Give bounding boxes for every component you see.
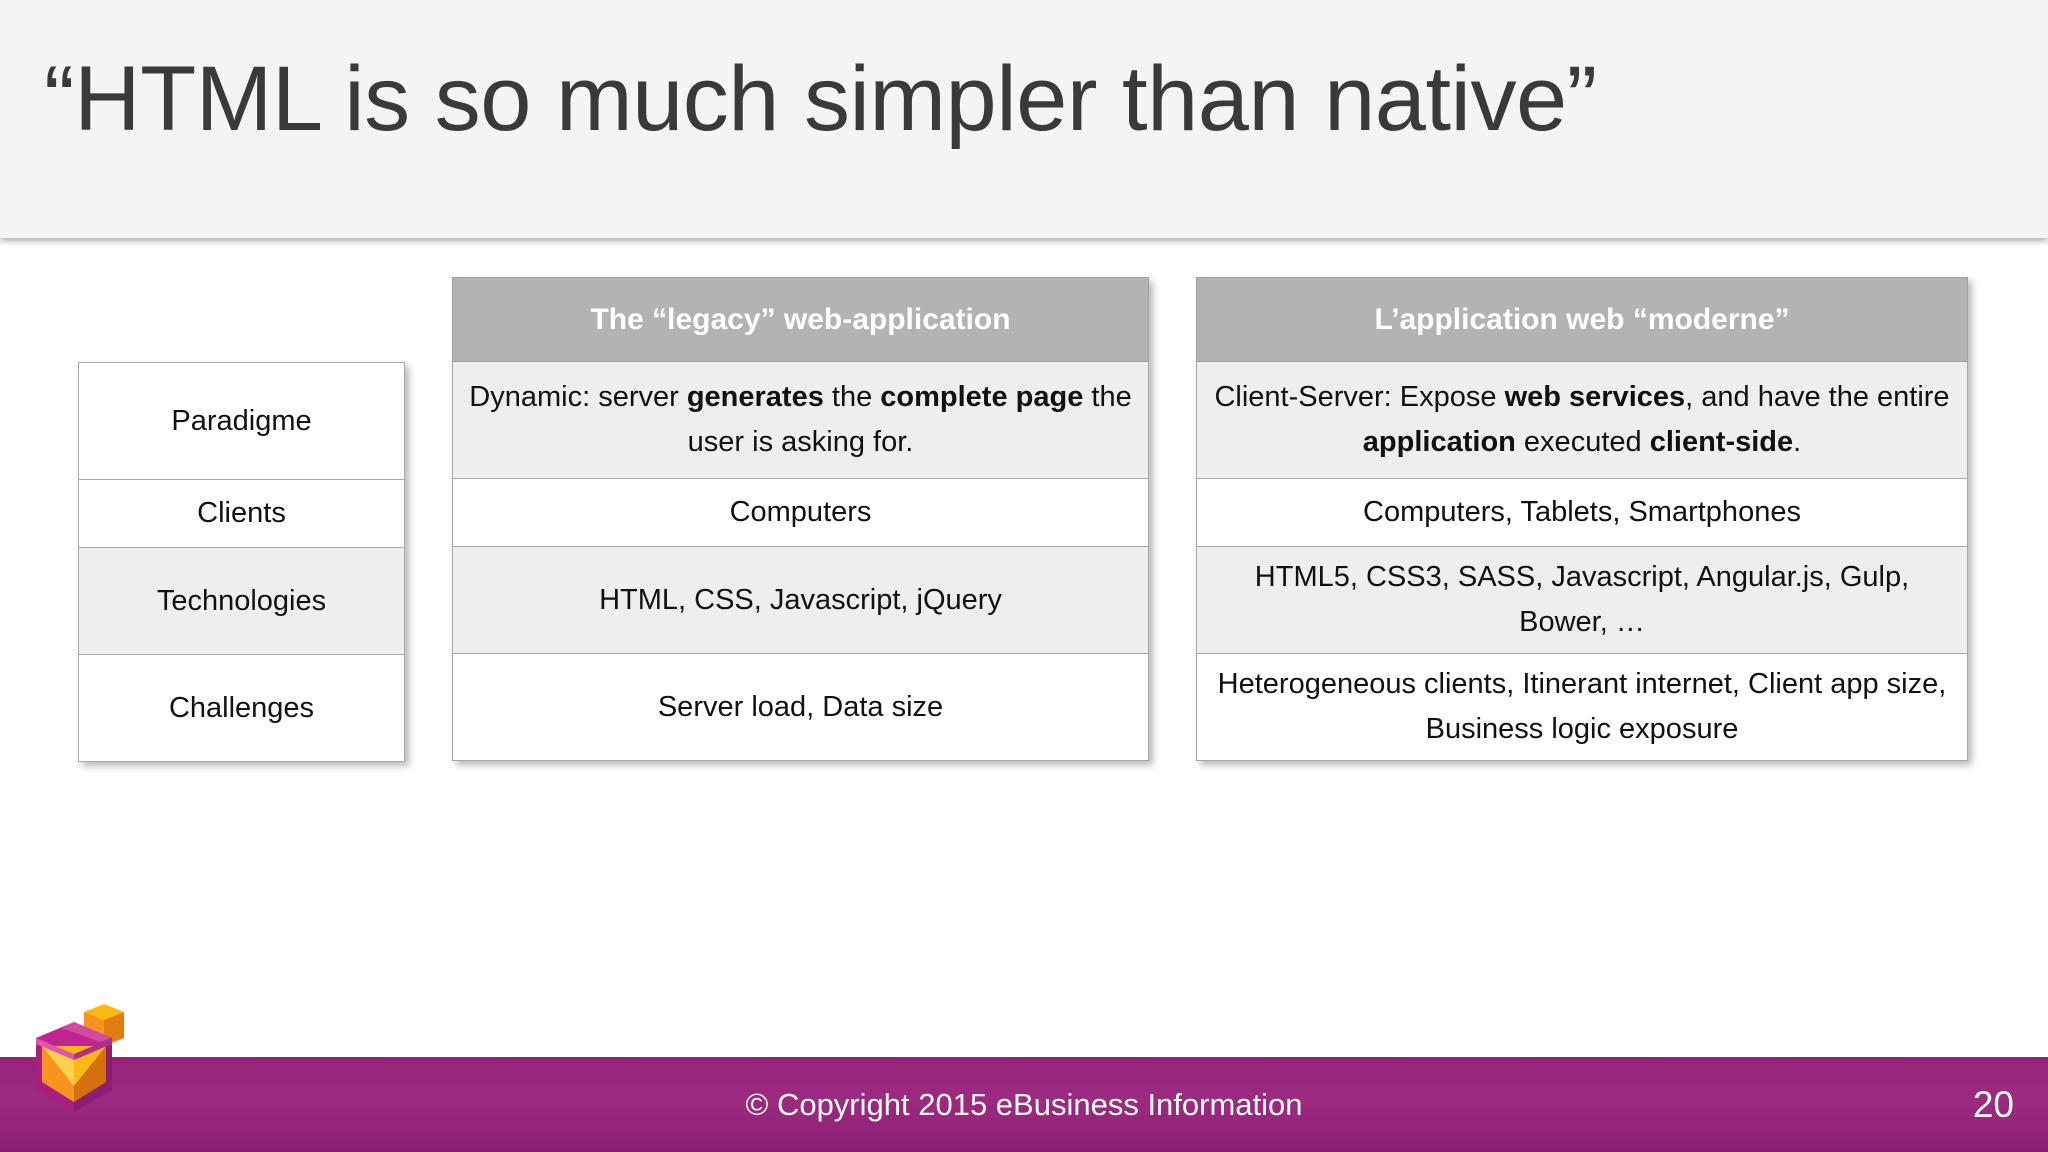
legacy-cell-paradigme: Dynamic: server generates the complete p… bbox=[469, 381, 1132, 458]
table-row: Technologies bbox=[78, 548, 405, 655]
table-row: HTML, CSS, Javascript, jQuery bbox=[452, 547, 1149, 654]
page-number: 20 bbox=[1972, 1083, 2014, 1125]
legacy-column-header: The “legacy” web-application bbox=[452, 277, 1149, 362]
modern-cell-clients: Computers, Tablets, Smartphones bbox=[1363, 496, 1801, 528]
ebusiness-cube-logo bbox=[22, 994, 172, 1144]
legacy-cell-challenges: Server load, Data size bbox=[657, 690, 944, 723]
label-cell-paradigme: Paradigme bbox=[171, 404, 312, 437]
modern-cell-paradigme: Client-Server: Expose web services, and … bbox=[1214, 381, 1950, 458]
label-cell-technologies: Technologies bbox=[156, 584, 327, 617]
table-row: Server load, Data size bbox=[452, 654, 1149, 761]
legacy-cell-technologies: HTML, CSS, Javascript, jQuery bbox=[599, 583, 1002, 616]
table-row: Client-Server: Expose web services, and … bbox=[1196, 362, 1968, 479]
modern-cell-challenges: Heterogeneous clients, Itinerant interne… bbox=[1217, 668, 1947, 745]
table-row: Challenges bbox=[78, 655, 405, 762]
table-row: Paradigme bbox=[78, 362, 405, 480]
large-cube-icon bbox=[36, 1022, 112, 1112]
label-cell-clients: Clients bbox=[197, 497, 286, 529]
table-row: Clients bbox=[78, 480, 405, 548]
page-title: “HTML is so much simpler than native” bbox=[44, 48, 1597, 150]
legacy-cell-clients: Computers bbox=[729, 496, 872, 528]
table-row: Heterogeneous clients, Itinerant interne… bbox=[1196, 654, 1968, 761]
label-column-table: Paradigme Clients Technologies Challenge… bbox=[78, 362, 405, 762]
table-row: HTML5, CSS3, SASS, Javascript, Angular.j… bbox=[1196, 547, 1968, 654]
cube-logo-icon bbox=[36, 1004, 124, 1112]
modern-column-table: L’application web “moderne” Client-Serve… bbox=[1196, 277, 1968, 761]
table-row: Computers, Tablets, Smartphones bbox=[1196, 479, 1968, 547]
label-cell-challenges: Challenges bbox=[168, 691, 315, 724]
modern-cell-technologies: HTML5, CSS3, SASS, Javascript, Angular.j… bbox=[1254, 561, 1910, 638]
modern-column-header: L’application web “moderne” bbox=[1196, 277, 1968, 362]
copyright-text: © Copyright 2015 eBusiness Information bbox=[745, 1086, 1303, 1122]
footer-bar: © Copyright 2015 eBusiness Information 2… bbox=[0, 1057, 2048, 1152]
title-banner: “HTML is so much simpler than native” bbox=[0, 0, 2048, 238]
legacy-column-table: The “legacy” web-application Dynamic: se… bbox=[452, 277, 1149, 761]
table-row: Dynamic: server generates the complete p… bbox=[452, 362, 1149, 479]
table-row: Computers bbox=[452, 479, 1149, 547]
